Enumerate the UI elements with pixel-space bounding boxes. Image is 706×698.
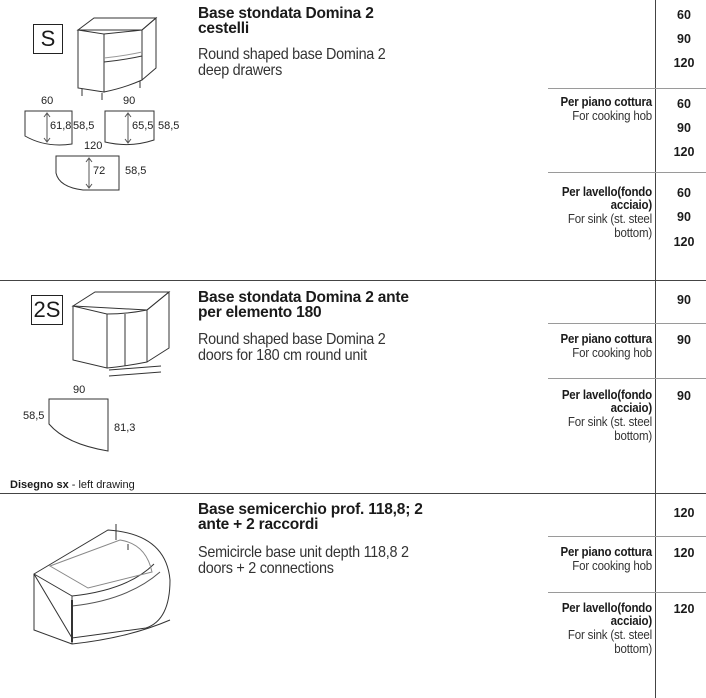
product-title-en: Round shaped base Domina 2 doors for 180…	[198, 331, 386, 364]
product-title-it: Base semicerchio prof. 118,8; 2 ante + 2…	[198, 501, 423, 533]
size-column-divider	[655, 0, 656, 698]
option-label-it: Per lavello(fondo acciaio)	[561, 388, 652, 415]
option-sink: Per lavello(fondo acciaio) For sink (st.…	[523, 601, 652, 657]
plan-view-door	[48, 398, 109, 452]
size-value: 60	[677, 186, 691, 200]
dim-depth-61-8: 61,8	[50, 120, 72, 132]
option-divider	[548, 592, 706, 593]
option-label-en: For sink (st. steel bottom)	[567, 212, 652, 240]
option-label-en: For sink (st. steel bottom)	[567, 628, 652, 656]
row-divider	[0, 493, 706, 494]
dim-depth-58-5: 58,5	[23, 410, 45, 422]
option-divider	[548, 172, 706, 173]
option-label-it: Per piano cottura	[560, 95, 653, 109]
size-value: 90	[677, 389, 691, 403]
option-divider	[548, 323, 706, 324]
drawer-base-illustration	[76, 16, 158, 100]
size-value: 60	[677, 97, 691, 111]
dim-width-90: 90	[73, 384, 86, 396]
size-value: 120	[673, 602, 695, 616]
product-code-badge: 2S	[31, 295, 63, 325]
dim-width-120: 120	[84, 140, 103, 152]
size-value: 90	[677, 293, 691, 307]
dim-width-60: 60	[41, 95, 54, 107]
drawing-caption: Disegno sx - left drawing	[10, 479, 135, 491]
option-label-it: Per lavello(fondo acciaio)	[561, 601, 652, 628]
size-value: 120	[673, 506, 695, 520]
option-divider	[548, 536, 706, 537]
option-sink: Per lavello(fondo acciaio) For sink (st.…	[523, 185, 652, 241]
size-value: 90	[677, 333, 691, 347]
product-title-en: Round shaped base Domina 2 deep drawers	[198, 46, 386, 79]
product-code-badge: S	[33, 24, 63, 54]
option-sink: Per lavello(fondo acciaio) For sink (st.…	[523, 388, 652, 444]
size-value: 120	[673, 56, 695, 70]
door-base-illustration	[71, 290, 171, 377]
option-label-it: Per lavello(fondo acciaio)	[561, 185, 652, 212]
dim-depth-81-3: 81,3	[114, 422, 136, 434]
row-divider	[0, 280, 706, 281]
dim-depth-72: 72	[93, 165, 106, 177]
plan-view-90	[104, 110, 155, 146]
dim-depth-58-5: 58,5	[73, 120, 95, 132]
option-label-en: For sink (st. steel bottom)	[567, 415, 652, 443]
option-label-en: For cooking hob	[572, 346, 652, 360]
option-divider	[548, 88, 706, 89]
option-cooking-hob: Per piano cottura For cooking hob	[523, 545, 653, 574]
option-label-it: Per piano cottura	[560, 332, 653, 346]
option-cooking-hob: Per piano cottura For cooking hob	[523, 332, 653, 361]
size-value: 90	[677, 32, 691, 46]
option-cooking-hob: Per piano cottura For cooking hob	[523, 95, 653, 124]
size-value: 120	[673, 546, 695, 560]
plan-view-60	[24, 110, 73, 146]
size-value: 60	[677, 8, 691, 22]
size-value: 90	[677, 210, 691, 224]
option-label-en: For cooking hob	[572, 559, 652, 573]
option-divider	[548, 378, 706, 379]
product-title-it: Base stondata Domina 2 ante per elemento…	[198, 289, 409, 321]
dim-depth-65-5: 65,5	[132, 120, 154, 132]
option-label-en: For cooking hob	[572, 109, 652, 123]
size-value: 120	[673, 235, 695, 249]
size-value: 90	[677, 121, 691, 135]
option-label-it: Per piano cottura	[560, 545, 653, 559]
product-title-it: Base stondata Domina 2 cestelli	[198, 5, 374, 37]
plan-view-120	[55, 155, 120, 191]
dim-depth-58-5: 58,5	[125, 165, 147, 177]
dim-width-90: 90	[123, 95, 136, 107]
dim-depth-58-5: 58,5	[158, 120, 180, 132]
semicircle-base-illustration	[33, 524, 171, 645]
size-value: 120	[673, 145, 695, 159]
product-title-en: Semicircle base unit depth 118,8 2 doors…	[198, 544, 409, 577]
